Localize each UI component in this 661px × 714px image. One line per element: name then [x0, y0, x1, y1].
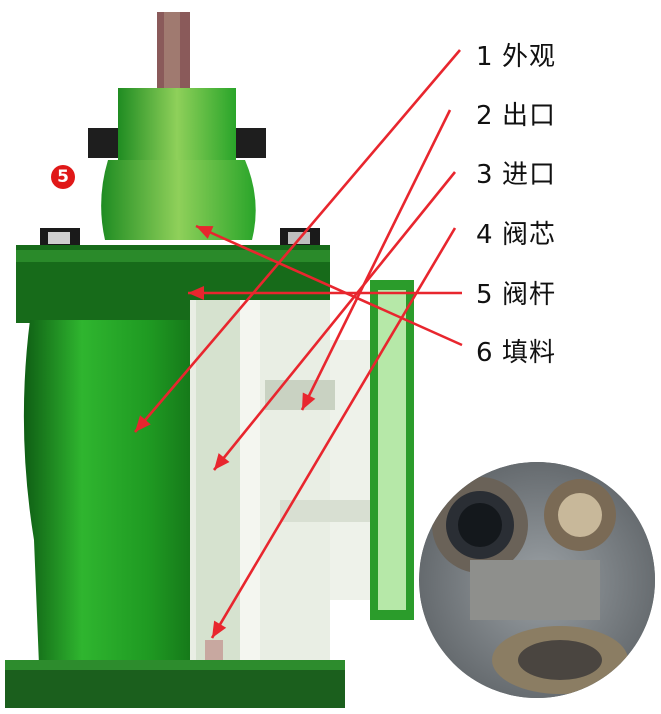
label-item-3: 3 进口 [476, 154, 556, 191]
arrow-line-6 [195, 224, 463, 347]
arrow-head-1 [135, 415, 151, 432]
label-number: 1 [476, 42, 494, 72]
valve-body-green [23, 320, 190, 690]
annotation-arrows [134, 49, 463, 639]
bonnet-body [101, 160, 256, 240]
label-item-6: 6 填料 [476, 332, 556, 369]
label-item-4: 4 阀芯 [476, 214, 556, 251]
arrow-head-4 [212, 620, 227, 638]
arrow-line-1 [134, 49, 461, 433]
label-text: 填料 [502, 338, 557, 368]
label-text: 进口 [502, 160, 557, 190]
label-text: 阀芯 [502, 220, 557, 250]
label-number: 6 [476, 338, 494, 368]
step-badge: 5 [51, 165, 75, 189]
arrow-head-3 [214, 453, 230, 470]
arrow-line-2 [300, 109, 452, 411]
arrow-line-3 [212, 171, 457, 471]
label-item-2: 2 出口 [476, 95, 556, 132]
arrow-head-2 [302, 392, 316, 410]
label-item-1: 1 外观 [476, 36, 556, 73]
label-number: 5 [476, 280, 494, 310]
arrow-line-4 [210, 227, 457, 639]
label-item-5: 5 阀杆 [476, 274, 556, 311]
label-number: 4 [476, 220, 494, 250]
label-text: 出口 [502, 101, 557, 131]
bonnet-top [118, 88, 236, 168]
label-text: 外观 [502, 42, 557, 72]
label-text: 阀杆 [502, 280, 557, 310]
arrow-head-5 [188, 286, 204, 300]
arrow-head-6 [196, 226, 214, 239]
label-number: 2 [476, 101, 494, 131]
label-number: 3 [476, 160, 494, 190]
